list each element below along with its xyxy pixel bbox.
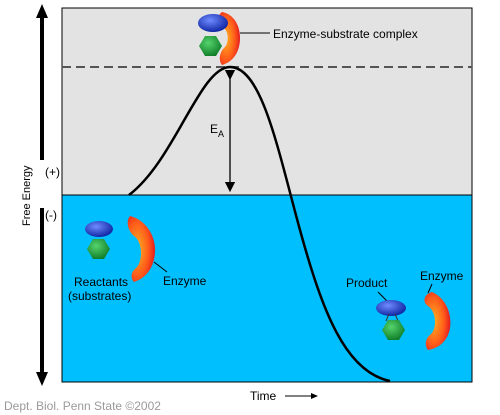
substrates-label: (substrates) <box>68 289 131 303</box>
complex-label: Enzyme-substrate complex <box>273 27 418 41</box>
product-icon <box>376 300 406 340</box>
enzyme-right-icon <box>424 292 451 350</box>
enzyme-right-label: Enzyme <box>420 269 464 283</box>
reactants-label: Reactants <box>74 275 128 289</box>
product-pointer <box>377 291 389 303</box>
positive-energy-region <box>61 7 473 196</box>
enzyme-left-label: Enzyme <box>163 274 207 288</box>
enzyme-right-pointer <box>427 283 433 294</box>
credit-text: Dept. Biol. Penn State ©2002 <box>4 399 161 413</box>
time-arrowhead <box>311 393 318 399</box>
enzyme-substrate-complex-icon <box>198 12 240 65</box>
product-label: Product <box>346 276 388 290</box>
reactants-icon <box>85 221 113 259</box>
time-label: Time <box>250 389 277 403</box>
enzyme-left-pointer <box>153 261 168 273</box>
free-energy-axis-bottom-arrowhead <box>36 372 48 386</box>
activation-energy-label: EA <box>210 122 224 139</box>
free-energy-axis-top-arrowhead <box>36 4 48 18</box>
enzyme-left-icon <box>127 216 156 282</box>
free-energy-label: Free Energy <box>21 165 33 226</box>
negative-label: (-) <box>45 208 57 222</box>
positive-label: (+) <box>45 165 60 179</box>
reaction-energy-curve <box>128 65 391 383</box>
